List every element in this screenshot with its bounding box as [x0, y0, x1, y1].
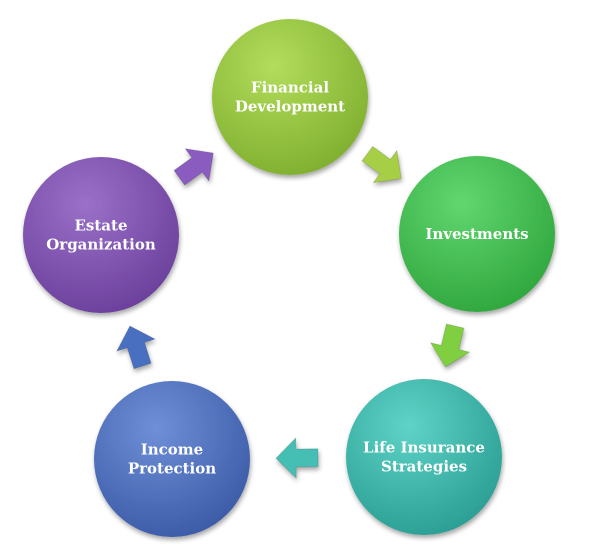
- node-label-life-insurance-strategies-line-1: Life Insurance: [363, 439, 485, 457]
- node-label-income-protection-line-1: Income: [141, 441, 203, 459]
- arrow-life-insurance-strategies-to-income-protection: [275, 437, 319, 479]
- node-label-investments-line-1: Investments: [425, 225, 528, 243]
- node-circle-financial-development: [212, 19, 368, 175]
- arrow-income-protection-to-estate-organization: [115, 325, 157, 370]
- node-investments: Investments: [399, 156, 555, 312]
- arrow-financial-development-to-investments: [361, 145, 402, 184]
- node-label-financial-development-line-1: Financial: [251, 79, 329, 97]
- node-circle-life-insurance-strategies: [346, 379, 502, 535]
- node-circle-income-protection: [94, 381, 250, 537]
- node-label-estate-organization-line-1: Estate: [75, 217, 128, 235]
- node-circle-investments: [399, 156, 555, 312]
- node-label-financial-development-line-2: Development: [235, 98, 345, 116]
- arrow-estate-organization-to-financial-development: [173, 148, 214, 186]
- node-label-life-insurance-strategies-line-2: Strategies: [381, 458, 467, 476]
- arrows-layer: [115, 145, 471, 479]
- node-circle-estate-organization: [23, 157, 179, 313]
- node-label-income-protection-line-2: Protection: [128, 460, 216, 478]
- node-label-estate-organization-line-2: Organization: [46, 236, 156, 254]
- arrow-investments-to-life-insurance-strategies: [429, 323, 471, 368]
